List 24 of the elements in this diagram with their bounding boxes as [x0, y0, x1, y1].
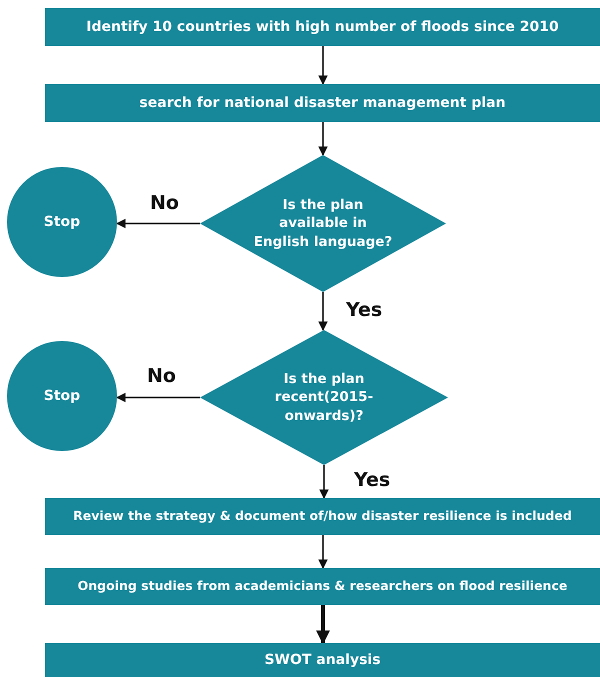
decision-diamond [200, 330, 448, 465]
process-box [45, 84, 600, 122]
arrow [318, 535, 328, 569]
arrow [116, 218, 200, 228]
arrow [318, 122, 328, 156]
node-text: Review the strategy & document of/how disaster resilience is included [72, 508, 573, 525]
node-text: Ongoing studies from academicians & researchers on flood resilience [76, 578, 568, 595]
process-box [45, 568, 600, 605]
node-text: Is the plan recent(2015-onwards)? [274, 370, 374, 425]
process-box [45, 8, 600, 46]
node-text: Identify 10 countries with high number of floods since 2010 [85, 18, 560, 36]
arrow [318, 46, 328, 85]
node-text: Is the plan available in English language? [252, 196, 394, 251]
arrow [116, 392, 200, 402]
node-text: SWOT analysis [263, 650, 382, 670]
node-text: search for national disaster management plan [138, 94, 507, 112]
arrow [319, 465, 329, 499]
decision-diamond [200, 155, 446, 292]
node-text: Stop [44, 386, 80, 406]
arrow [318, 292, 328, 331]
node-text: Stop [44, 212, 80, 232]
process-box [45, 643, 600, 677]
arrow [316, 605, 330, 644]
process-box [45, 498, 600, 535]
